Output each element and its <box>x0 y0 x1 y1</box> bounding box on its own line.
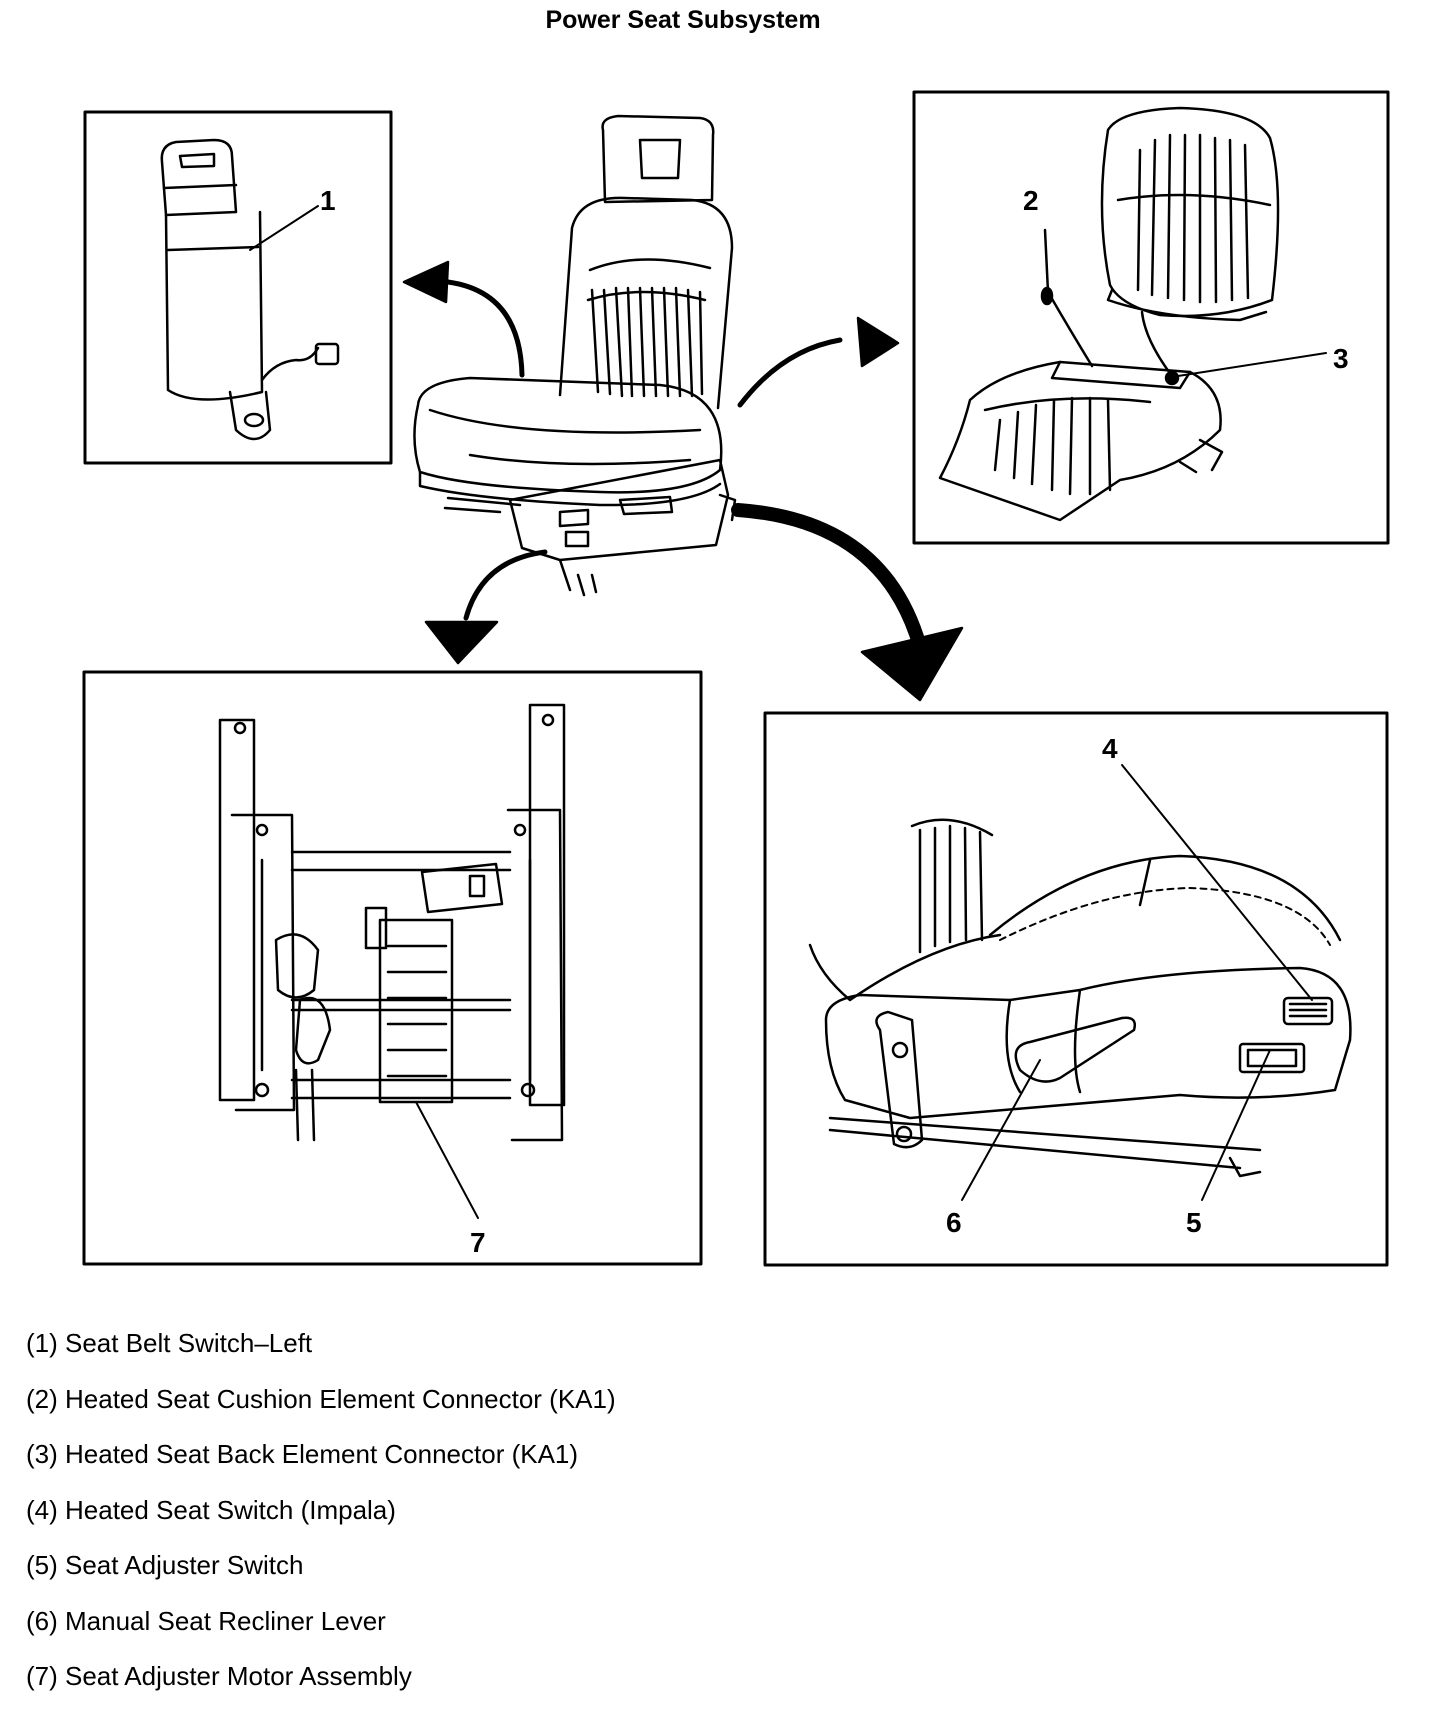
callout-4: 4 <box>1102 733 1118 764</box>
callout-7: 7 <box>470 1227 486 1258</box>
panel-seat-belt-switch: 1 <box>83 110 393 465</box>
callout-6: 6 <box>946 1207 962 1238</box>
legend-item-2: (2) Heated Seat Cushion Element Connecto… <box>26 1383 616 1414</box>
callout-3: 3 <box>1333 343 1349 374</box>
legend-item-7: (7) Seat Adjuster Motor Assembly <box>26 1661 412 1691</box>
callout-5: 5 <box>1186 1207 1202 1238</box>
callout-1: 1 <box>320 185 336 216</box>
diagram-title: Power Seat Subsystem <box>545 6 821 34</box>
center-seat-illustration <box>413 114 737 597</box>
seat-diagram: 1 2 3 <box>82 90 1390 1267</box>
legend-item-5: (5) Seat Adjuster Switch <box>26 1550 304 1580</box>
arrows <box>402 260 964 702</box>
panel-seat-side-switches: 4 5 6 <box>763 711 1389 1267</box>
legend-item-3: (3) Heated Seat Back Element Connector (… <box>26 1439 579 1469</box>
callout-2: 2 <box>1023 185 1039 216</box>
legend-item-4: (4) Heated Seat Switch (Impala) <box>26 1494 396 1525</box>
legend-item-1: (1) Seat Belt Switch–Left <box>26 1328 313 1358</box>
panel-heated-elements: 2 3 <box>912 90 1390 545</box>
legend-item-6: (6) Manual Seat Recliner Lever <box>26 1605 386 1636</box>
panel-seat-adjuster-motor: 7 <box>82 670 703 1266</box>
parts-legend: (1) Seat Belt Switch–Left (2) Heated Sea… <box>26 1327 616 1716</box>
